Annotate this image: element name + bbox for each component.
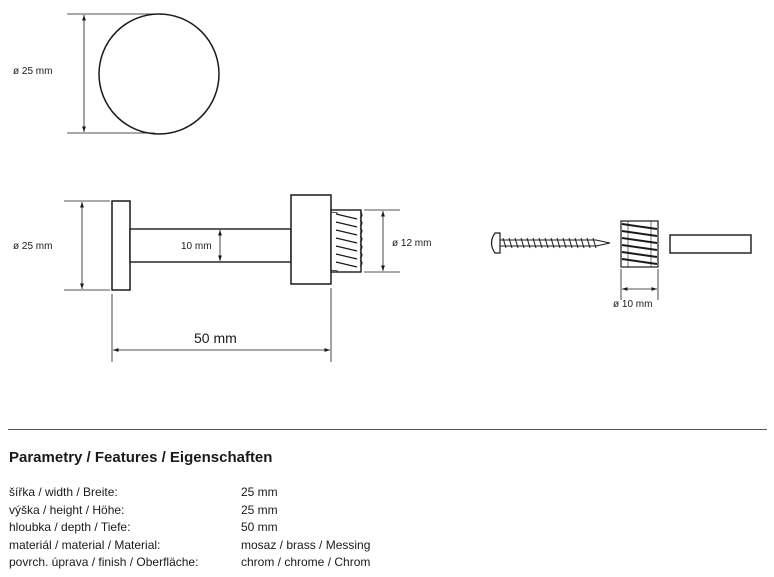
side-view (64, 194, 400, 362)
param-label: šířka / width / Breite: (9, 485, 118, 499)
knob-shaft (129, 228, 292, 263)
overall-length-label: 50 mm (194, 330, 237, 346)
knob-head (111, 200, 131, 291)
param-row-height: výška / height / Höhe: 25 mm (9, 502, 429, 520)
param-label: hloubka / depth / Tiefe: (9, 520, 131, 534)
section-divider (8, 429, 767, 430)
param-value: 50 mm (241, 520, 278, 534)
technical-drawing: ø 25 mm ø 25 mm 10 mm ø 12 mm 50 m (13, 13, 752, 362)
top-diameter-label: ø 25 mm (13, 66, 52, 77)
param-value: 25 mm (241, 485, 278, 499)
param-value: mosaz / brass / Messing (241, 537, 371, 552)
parameters-title: Parametry / Features / Eigenschaften (9, 449, 273, 466)
knob-top-circle (98, 13, 220, 135)
param-row-finish: povrch. úprava / finish / Oberfläche: ch… (9, 554, 429, 572)
parameters-table: šířka / width / Breite: 25 mm výška / he… (9, 484, 429, 572)
knob-base (290, 194, 332, 285)
anchor-diameter-label: ø 10 mm (613, 299, 652, 310)
mounting-hardware (490, 220, 752, 300)
wall-anchor (620, 220, 659, 268)
param-row-depth: hloubka / depth / Tiefe: 50 mm (9, 519, 429, 537)
param-label: povrch. úprava / finish / Oberfläche: (9, 555, 199, 569)
top-view: ø 25 mm (13, 13, 220, 135)
thread-hatching (330, 211, 363, 272)
param-value: 25 mm (241, 502, 278, 517)
param-label: výška / height / Höhe: (9, 502, 125, 517)
thread-diameter-label: ø 12 mm (392, 238, 431, 249)
side-height-label: ø 25 mm (13, 241, 52, 252)
param-row-material: materiál / material / Material: mosaz / … (9, 537, 429, 555)
cap-rod (669, 234, 752, 254)
rod-diameter-label: 10 mm (181, 241, 212, 252)
param-value: chrom / chrome / Chrom (241, 555, 371, 569)
param-label: materiál / material / Material: (9, 537, 161, 552)
param-row-width: šířka / width / Breite: 25 mm (9, 484, 429, 502)
screw (490, 232, 611, 254)
